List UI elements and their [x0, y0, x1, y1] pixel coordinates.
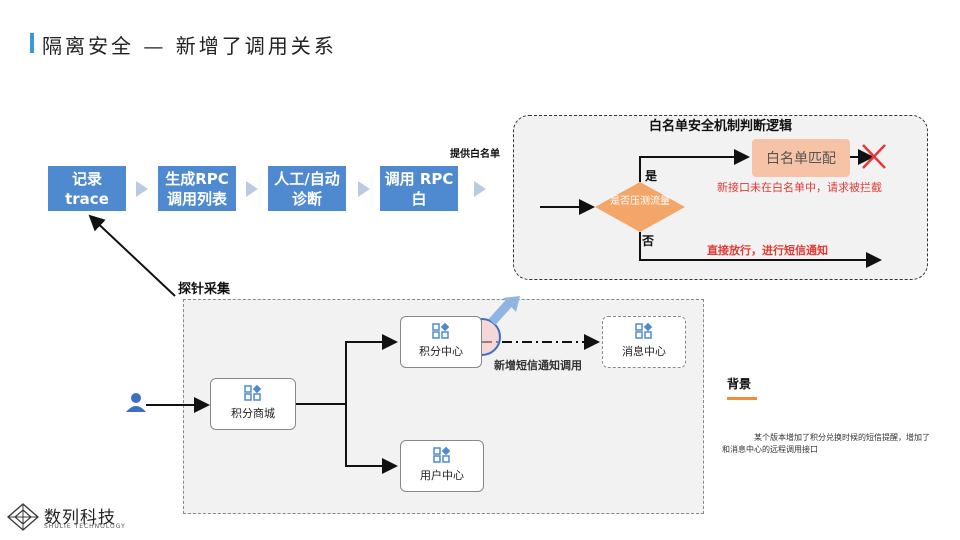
decision-diamond	[595, 182, 685, 232]
reject-x-icon	[862, 144, 886, 169]
no-branch-arrow	[639, 232, 882, 268]
yes-branch-arrow	[639, 149, 750, 182]
whitelist-match-box: 白名单匹配	[752, 139, 850, 177]
service-icon	[432, 323, 450, 339]
chevron-right-icon	[474, 181, 486, 197]
step-generate-rpc-list: 生成RPC调用列表	[158, 166, 236, 211]
service-label: 用户中心	[420, 469, 464, 482]
service-icon	[244, 385, 262, 401]
background-description: 某个版本增加了积分兑换时候的短信提醒，增加了和消息中心的远程调用接口	[722, 433, 930, 454]
decision-label: 是否压测流量	[610, 196, 670, 207]
background-title: 背景	[727, 377, 752, 391]
service-points-center: 积分中心	[400, 316, 482, 368]
title-accent-bar	[30, 33, 34, 53]
probe-to-trace-arrow	[88, 214, 176, 297]
provide-whitelist-label: 提供白名单	[450, 149, 500, 160]
service-icon	[635, 323, 653, 339]
service-points-mall: 积分商城	[210, 378, 296, 430]
new-sms-call-label: 新增短信通知调用	[494, 359, 582, 372]
page-title: 隔离安全 — 新增了调用关系	[42, 34, 337, 58]
service-label: 消息中心	[622, 345, 666, 358]
mall-to-points-arrow	[345, 334, 398, 404]
company-logo-name: 数列科技	[44, 508, 116, 528]
service-icon	[433, 447, 451, 463]
highlight-arrow-head	[503, 296, 520, 312]
chevron-right-icon	[358, 181, 370, 197]
service-message-center: 消息中心	[602, 316, 686, 368]
chevron-right-icon	[246, 181, 258, 197]
user-icon	[126, 393, 146, 412]
company-logo-subtitle: SHULIE TECHNOLOGY	[44, 523, 126, 530]
yes-label: 是	[645, 169, 658, 183]
no-label: 否	[642, 234, 655, 248]
step-diagnose: 人工/自动诊断	[268, 166, 346, 211]
company-logo-icon	[7, 503, 39, 531]
highlight-up-arrow	[488, 298, 514, 326]
background-underline	[727, 397, 757, 400]
service-label: 积分商城	[231, 407, 275, 420]
service-label: 积分中心	[419, 345, 463, 358]
service-user-center: 用户中心	[400, 440, 484, 492]
pass-note: 直接放行，进行短信通知	[707, 244, 828, 257]
whitelist-logic-title: 白名单安全机制判断逻辑	[648, 119, 792, 134]
probe-collection-label: 探针采集	[178, 282, 231, 297]
step-call-rpc-whitelist: 调用 RPC 白	[380, 166, 458, 211]
chevron-right-icon	[136, 181, 148, 197]
whitelist-logic-panel	[513, 115, 928, 280]
step-record-trace: 记录 trace	[48, 166, 126, 211]
mall-to-user-arrow	[345, 404, 398, 474]
reject-note: 新接口未在白名单中，请求被拦截	[717, 181, 882, 194]
